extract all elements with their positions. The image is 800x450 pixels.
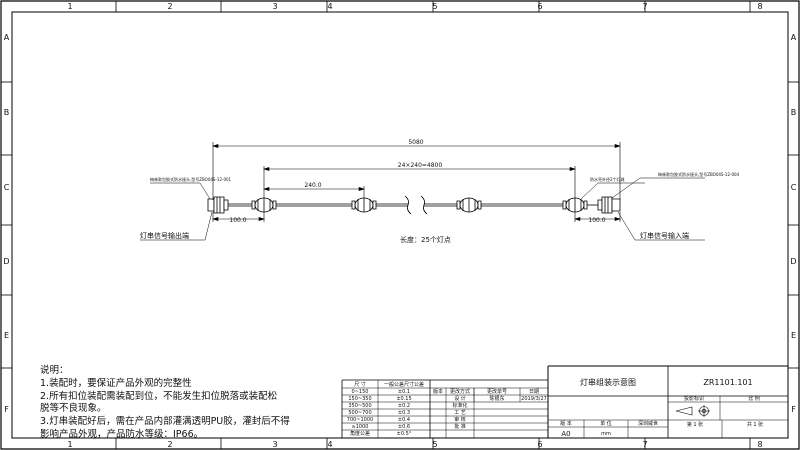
col-label-bottom: 2 [167,440,172,449]
tol-value: ±0.15 [396,396,411,402]
dim-pitch: 240.0 [304,182,321,189]
tol-range: 角度公差 [350,430,370,437]
col-label-top: 1 [67,2,72,11]
view-label: 投影标识 [684,395,704,402]
notes-line: 3.灯串装配好后，需在产品内部灌满透明PU胶，灌封后不得 [40,415,290,427]
projection-symbol-icon [676,405,710,417]
right-connector-icon [598,197,620,213]
drawing-title: 灯串组装示意图 [580,377,636,387]
company-name: 深圳威世 [638,420,658,427]
rev-header-mode: 更改方式 [450,388,470,395]
row-label-right: F [791,405,796,414]
title-block-lines [342,366,788,438]
callout-right: 梅林款包胶式防水接头,型号ZBO04S-12-004 [658,171,740,177]
row-label-right: C [791,183,797,192]
row-label-right: A [791,33,797,42]
rev-role: 标准化 [452,402,467,409]
rev-role: 工 艺 [454,410,466,416]
notes-line: 脱等不良现象。 [40,402,107,414]
led-node-icon [252,198,276,212]
dim-total: 5080 [408,139,423,146]
callout-left: 梅林款包胶式防水接头,型号ZBO04S-12-001 [150,176,232,182]
callout-right-small: 防水壳外径2个灯珠 [590,176,625,182]
tol-value: ±0.4 [398,417,410,423]
sheet-total: 共 1 张 [747,421,763,428]
col-label-top: 2 [167,2,172,11]
rev-designer: 陈银东 [489,395,504,402]
notes-heading: 说明： [40,364,69,376]
col-label-top: 8 [757,2,762,11]
left-connector-icon [208,197,228,213]
col-label-bottom: 5 [432,440,437,449]
tol-value: ±0.6 [398,424,410,430]
led-node-icon [352,198,376,212]
tol-range: 700~1000 [347,417,373,423]
ver-label: 版 本 [560,420,572,427]
label-length: 长度：25个灯点 [400,235,451,244]
label-output: 灯串信号输出端 [140,231,189,240]
col-label-top: 7 [642,2,647,11]
notes-line: 影响产品外观，产品防水等级：IP66。 [40,428,203,440]
rev-header-doc: 更改单号 [487,388,507,395]
sheet-number: 第 1 张 [687,421,703,428]
dimension-lines [213,142,620,222]
dim-right-end: 100.0 [588,217,605,224]
row-label-right: E [791,331,796,340]
leader-lines [140,178,705,240]
col-label-bottom: 3 [272,440,277,449]
col-label-bottom: 7 [642,440,647,449]
col-label-top: 5 [432,2,437,11]
tol-range: 0~150 [352,389,369,395]
col-label-top: 4 [327,2,332,11]
notes-line: 1.装配时，要保证产品外观的完整性 [40,377,192,389]
row-label-left: B [4,108,10,117]
row-label-left: A [4,33,10,42]
tol-range: ≥1000 [352,424,369,430]
tol-value: ±0.3 [398,410,410,416]
unit-label: 单 位 [600,420,612,427]
tol-value: ±0.5° [397,431,412,437]
tol-value: ±0.1 [398,389,410,395]
rev-header-ver: 版本 [433,388,443,395]
col-label-bottom: 8 [757,440,762,449]
inner-frame [12,12,788,438]
row-label-left: E [4,331,9,340]
col-label-bottom: 1 [67,440,72,449]
row-label-left: F [4,405,9,414]
tol-range: 500~700 [348,410,371,416]
led-node-icon [457,198,481,212]
tol-header-tol: 一般公差尺寸公差 [384,381,424,388]
rev-role: 批 准 [454,423,466,430]
tol-range: 150~350 [348,396,371,402]
tol-value: ±0.2 [398,403,410,409]
dim-middle: 24×240=4800 [398,162,443,169]
rev-role: 审 核 [454,416,466,423]
tol-range: 350~500 [348,403,371,409]
row-label-right: D [790,257,796,266]
row-label-right: B [791,108,797,117]
col-label-bottom: 6 [537,440,542,449]
drawing-code: ZR1101.101 [703,378,752,387]
light-string-drawing [228,196,575,214]
led-node-icon [563,198,598,212]
col-label-top: 3 [272,2,277,11]
rev-header-date: 日期 [529,389,539,395]
col-label-bottom: 4 [327,440,332,449]
row-label-left: C [4,183,10,192]
dim-left-end: 100.0 [229,217,246,224]
unit-value: mm [601,431,611,437]
paper-size: A0 [561,430,570,438]
tol-header-range: 尺 寸 [354,381,366,388]
row-label-left: D [3,257,9,266]
rev-date: 2019/3/27 [521,396,547,402]
col-label-top: 6 [537,2,542,11]
notes-line: 2.所有扣位装配需装配到位，不能发生扣位脱落或装配松 [40,390,278,402]
scale-label: 比 例 [748,395,760,402]
label-input: 灯串信号输入端 [640,231,689,240]
rev-role-design: 设 计 [454,395,466,402]
